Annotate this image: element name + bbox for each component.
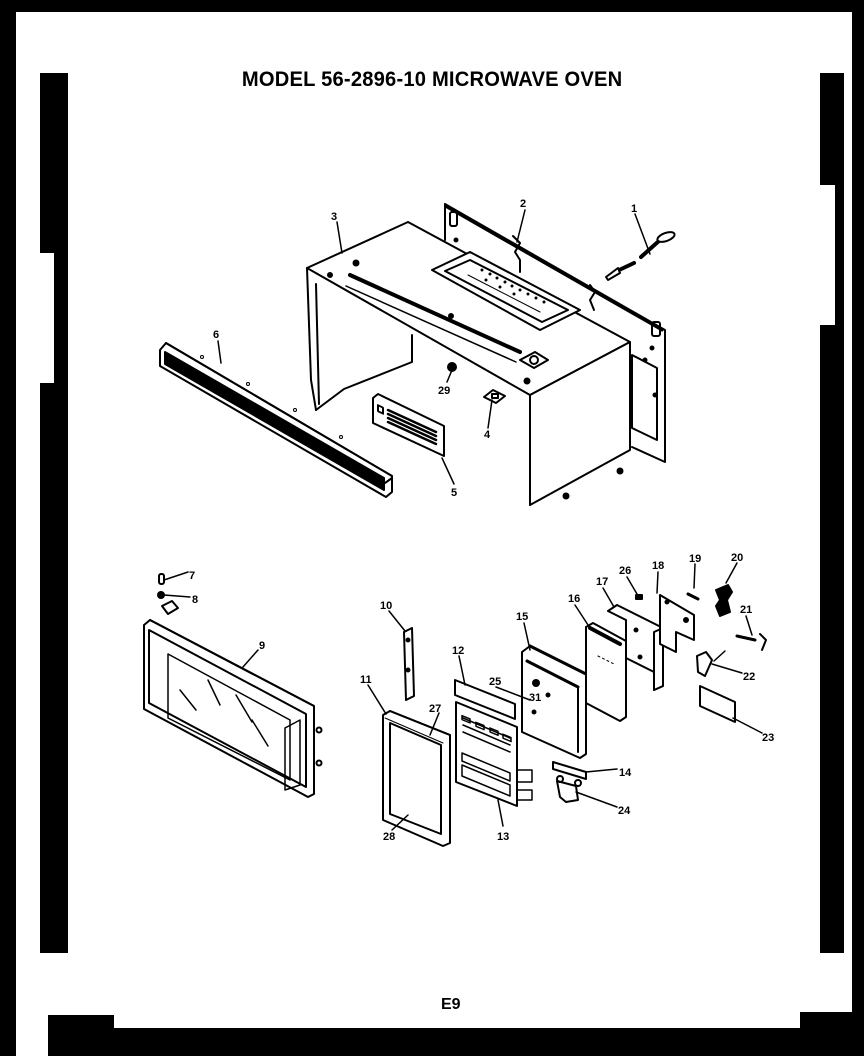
callout-23: 23 — [762, 732, 774, 744]
callout-24: 24 — [618, 805, 631, 817]
scan-border-right-outer — [852, 0, 864, 1056]
callout-31: 31 — [529, 692, 541, 704]
callout-16: 16 — [568, 593, 580, 605]
latch-bracket-part-10 — [403, 627, 415, 701]
callout-8: 8 — [192, 594, 198, 606]
callout-6: 6 — [213, 329, 219, 341]
control-frame-part-11 — [382, 710, 451, 847]
callout-2: 2 — [520, 198, 526, 210]
callout-27: 27 — [429, 703, 441, 715]
page-number: E9 — [441, 996, 461, 1013]
callout-10: 10 — [380, 600, 392, 612]
interlock-switch-part-22 — [696, 650, 726, 677]
callout-20: 20 — [731, 552, 743, 564]
callout-15: 15 — [516, 611, 528, 623]
page-title: MODEL 56-2896-10 MICROWAVE OVEN — [241, 68, 623, 91]
door-assembly-part-9 — [143, 600, 323, 798]
scan-border-left — [40, 73, 68, 953]
callout-18: 18 — [652, 560, 664, 572]
callout-13: 13 — [497, 831, 509, 843]
callout-labels: 1 2 3 4 5 6 7 8 9 10 11 12 13 14 15 16 1… — [189, 198, 774, 843]
scan-border-right-gap — [820, 185, 835, 325]
callout-19: 19 — [689, 553, 701, 565]
callout-26: 26 — [619, 565, 631, 577]
callout-14: 14 — [619, 767, 632, 779]
scan-border-bottom-left-tab — [48, 1015, 114, 1031]
power-cord-part-1 — [605, 231, 676, 281]
spring-part-21 — [735, 633, 767, 651]
callout-11: 11 — [360, 674, 372, 686]
display-window-part-12 — [454, 679, 516, 720]
control-board-part-15 — [521, 644, 588, 759]
case-pad-part-4 — [483, 389, 506, 404]
callout-7: 7 — [189, 570, 195, 582]
callout-4: 4 — [484, 429, 491, 441]
scan-border-left-lower — [40, 253, 54, 383]
scan-border-bottom-right-tab — [800, 1012, 864, 1032]
scan-border-left-outer — [0, 0, 16, 1056]
cover-plate-part-23 — [699, 685, 736, 723]
callout-21: 21 — [740, 604, 752, 616]
callout-3: 3 — [331, 211, 337, 223]
screw-part-19 — [686, 592, 700, 601]
screw-part-26 — [635, 594, 643, 600]
switch-bracket-part-18 — [659, 594, 695, 653]
callout-leader-lines — [163, 209, 763, 831]
callout-9: 9 — [259, 640, 265, 652]
switch-holder-part-24 — [556, 775, 582, 803]
callout-28: 28 — [383, 831, 395, 843]
keypad-membrane-part-13 — [455, 701, 533, 807]
callout-17: 17 — [596, 576, 608, 588]
callout-12: 12 — [452, 645, 464, 657]
outer-case-part-3 — [306, 221, 631, 506]
callout-25: 25 — [489, 676, 501, 688]
callout-29: 29 — [438, 385, 450, 397]
callout-22: 22 — [743, 671, 755, 683]
callout-1: 1 — [631, 203, 637, 215]
front-grille-part-6 — [159, 342, 393, 498]
scan-border-top — [0, 0, 864, 12]
circuit-board-part-16 — [585, 622, 627, 722]
vent-grille-part-5 — [372, 393, 445, 457]
switch-part-14 — [552, 761, 587, 780]
rear-panel-part-2 — [444, 203, 666, 463]
washer-part-8 — [157, 591, 165, 599]
document-page — [16, 12, 864, 1056]
latch-lever-part-20 — [715, 584, 733, 617]
callout-5: 5 — [451, 487, 457, 499]
hinge-pin-part-7 — [158, 573, 165, 585]
scan-border-bottom — [48, 1028, 864, 1056]
